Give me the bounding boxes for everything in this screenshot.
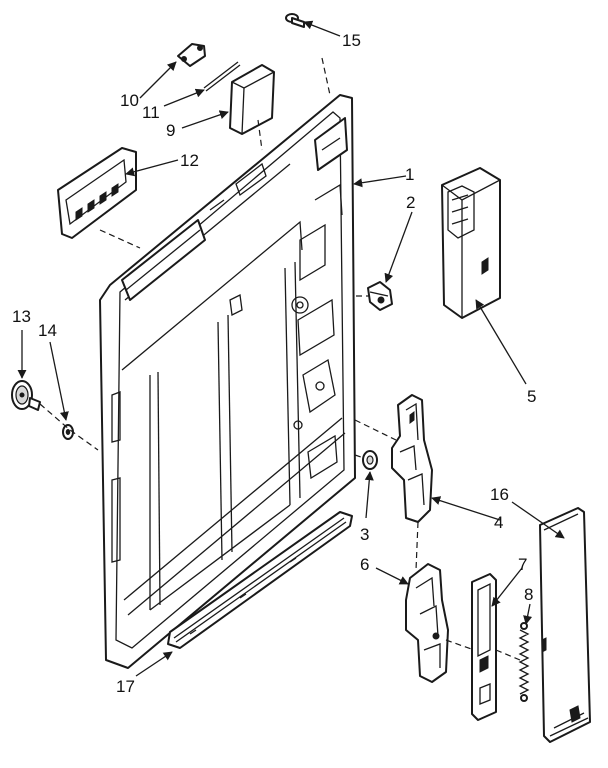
bottom-strip-17 [167,511,353,649]
screw-15 [285,13,305,28]
lower-latch-6 [405,563,449,683]
latch-lever-4 [391,394,433,523]
callout-13: 13 [12,307,31,326]
fastener-2 [367,281,393,311]
wire-11 [203,61,241,92]
cover-plate-9 [229,64,275,135]
callout-5: 5 [527,387,536,406]
assembly-lines [39,57,521,661]
callout-3: 3 [360,525,369,544]
slide-plate-7 [471,573,497,721]
callout-9: 9 [166,121,175,140]
callout-12: 12 [180,151,199,170]
callout-11: 11 [142,103,160,122]
side-trim-16 [539,507,591,743]
spring-8 [518,622,530,702]
callout-15: 15 [342,31,361,50]
nut-3 [362,450,378,470]
leader-lines [17,20,565,677]
callout-10: 10 [120,91,139,110]
callout-8: 8 [524,585,533,604]
callout-17: 17 [116,677,135,696]
callout-labels: 1 2 3 4 5 6 7 8 9 10 11 12 13 14 15 16 1… [12,31,536,696]
callout-2: 2 [406,193,415,212]
knob-13 [11,380,41,411]
latch-housing-5 [441,167,501,319]
callout-6: 6 [360,555,369,574]
clip-10 [177,43,206,67]
callout-1: 1 [405,165,414,184]
inner-door-panel [99,94,356,669]
callout-14: 14 [38,321,57,340]
callout-7: 7 [518,555,527,574]
callout-16: 16 [490,485,509,504]
handle-12 [57,147,137,239]
washer-14 [62,424,74,440]
callout-4: 4 [494,513,503,532]
